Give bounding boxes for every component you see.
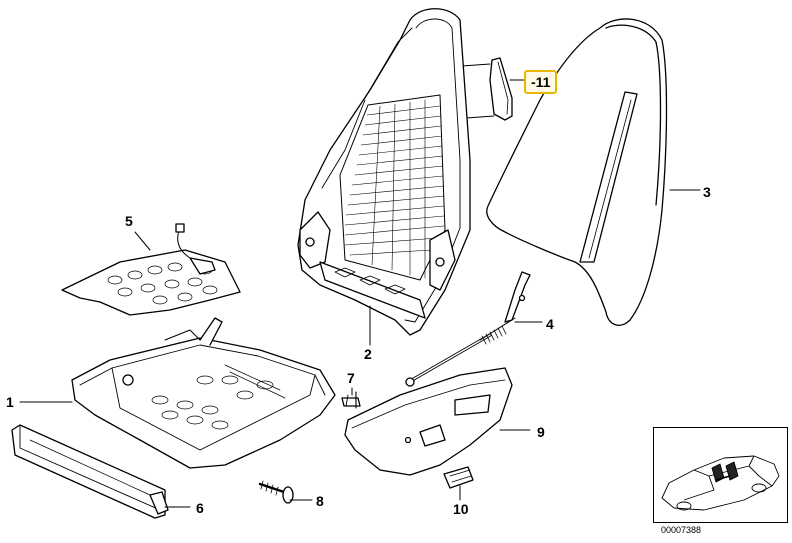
part-7-bolt bbox=[341, 391, 361, 409]
callout-11-label: - bbox=[531, 74, 536, 90]
callout-11-highlighted[interactable]: -11 bbox=[524, 70, 558, 94]
part-10-clip bbox=[443, 466, 474, 489]
callout-7: 7 bbox=[347, 370, 355, 386]
car-outline-icon bbox=[661, 455, 780, 511]
part-2-backrest-frame bbox=[297, 8, 471, 336]
document-number: 00007388 bbox=[661, 525, 702, 535]
callout-3: 3 bbox=[703, 184, 711, 200]
part-9-side-trim bbox=[344, 367, 513, 476]
callout-2: 2 bbox=[364, 346, 372, 362]
callout-6: 6 bbox=[196, 500, 204, 516]
callout-11-number: 11 bbox=[535, 74, 551, 90]
callout-4: 4 bbox=[546, 316, 554, 332]
vehicle-locator-thumbnail bbox=[653, 427, 788, 523]
part-4-recliner-rod bbox=[405, 271, 531, 387]
callout-9: 9 bbox=[537, 424, 545, 440]
part-6-rail bbox=[11, 424, 169, 519]
callout-1: 1 bbox=[6, 394, 14, 410]
leader-lines bbox=[19, 79, 701, 508]
part-3-backrest-cover bbox=[486, 18, 668, 326]
part-5-seat-mat bbox=[61, 223, 241, 316]
callout-10: 10 bbox=[453, 501, 469, 517]
part-8-screw bbox=[258, 480, 294, 504]
callout-8: 8 bbox=[316, 493, 324, 509]
callout-5: 5 bbox=[125, 213, 133, 229]
part-1-seat-pan bbox=[71, 317, 336, 469]
